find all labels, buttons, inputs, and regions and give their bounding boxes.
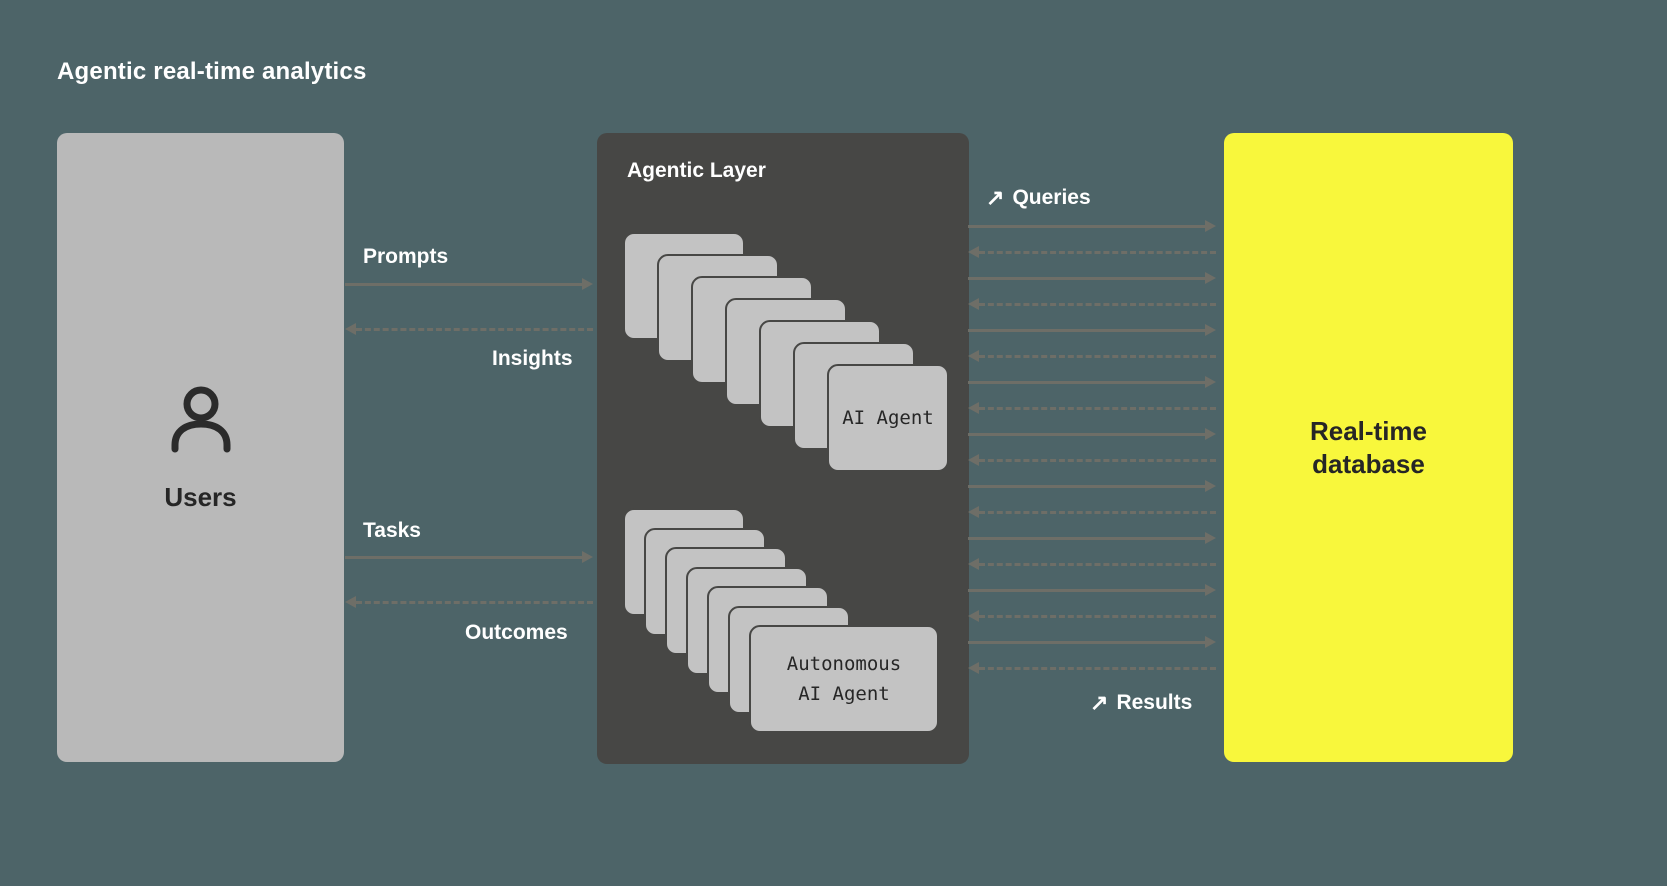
- agentic-layer-title: Agentic Layer: [627, 159, 766, 182]
- prompts-arrow: [345, 278, 593, 290]
- queries-label: Queries: [1012, 186, 1091, 209]
- queries-label-group: ↗ Queries: [986, 186, 1091, 210]
- insights-arrow: [345, 323, 593, 335]
- query-arrow: [968, 532, 1216, 544]
- tasks-label: Tasks: [363, 519, 421, 542]
- outcomes-label: Outcomes: [465, 621, 568, 644]
- query-arrow: [968, 272, 1216, 284]
- result-arrow: [968, 298, 1216, 310]
- result-arrow: [968, 454, 1216, 466]
- results-label: Results: [1116, 691, 1193, 714]
- agent-card-front: AI Agent: [827, 364, 949, 472]
- outcomes-arrow: [345, 596, 593, 608]
- query-arrow: [968, 584, 1216, 596]
- north-east-arrow-icon: ↗: [986, 185, 1005, 210]
- tasks-arrow: [345, 551, 593, 563]
- users-panel: Users: [57, 133, 344, 762]
- prompts-label: Prompts: [363, 245, 449, 268]
- result-arrow: [968, 506, 1216, 518]
- result-arrow: [968, 558, 1216, 570]
- database-panel: Real-time database: [1224, 133, 1513, 762]
- diagram-title: Agentic real-time analytics: [57, 58, 367, 85]
- agentic-layer-panel: Agentic Layer AI Agent Autonomous AI Age…: [597, 133, 969, 764]
- database-panel-label: Real-time database: [1309, 416, 1428, 479]
- query-arrow: [968, 480, 1216, 492]
- agent-card-front: Autonomous AI Agent: [749, 625, 939, 733]
- query-arrow: [968, 220, 1216, 232]
- users-panel-label: Users: [164, 481, 237, 512]
- result-arrow: [968, 662, 1216, 674]
- query-arrow: [968, 376, 1216, 388]
- result-arrow: [968, 350, 1216, 362]
- result-arrow: [968, 610, 1216, 622]
- query-arrow: [968, 428, 1216, 440]
- results-label-group: ↗ Results: [1090, 691, 1192, 715]
- insights-label: Insights: [492, 347, 573, 370]
- result-arrow: [968, 402, 1216, 414]
- query-arrow: [968, 324, 1216, 336]
- user-icon: [161, 383, 241, 468]
- result-arrow: [968, 246, 1216, 258]
- north-east-arrow-icon: ↗: [1090, 690, 1109, 715]
- query-arrow: [968, 636, 1216, 648]
